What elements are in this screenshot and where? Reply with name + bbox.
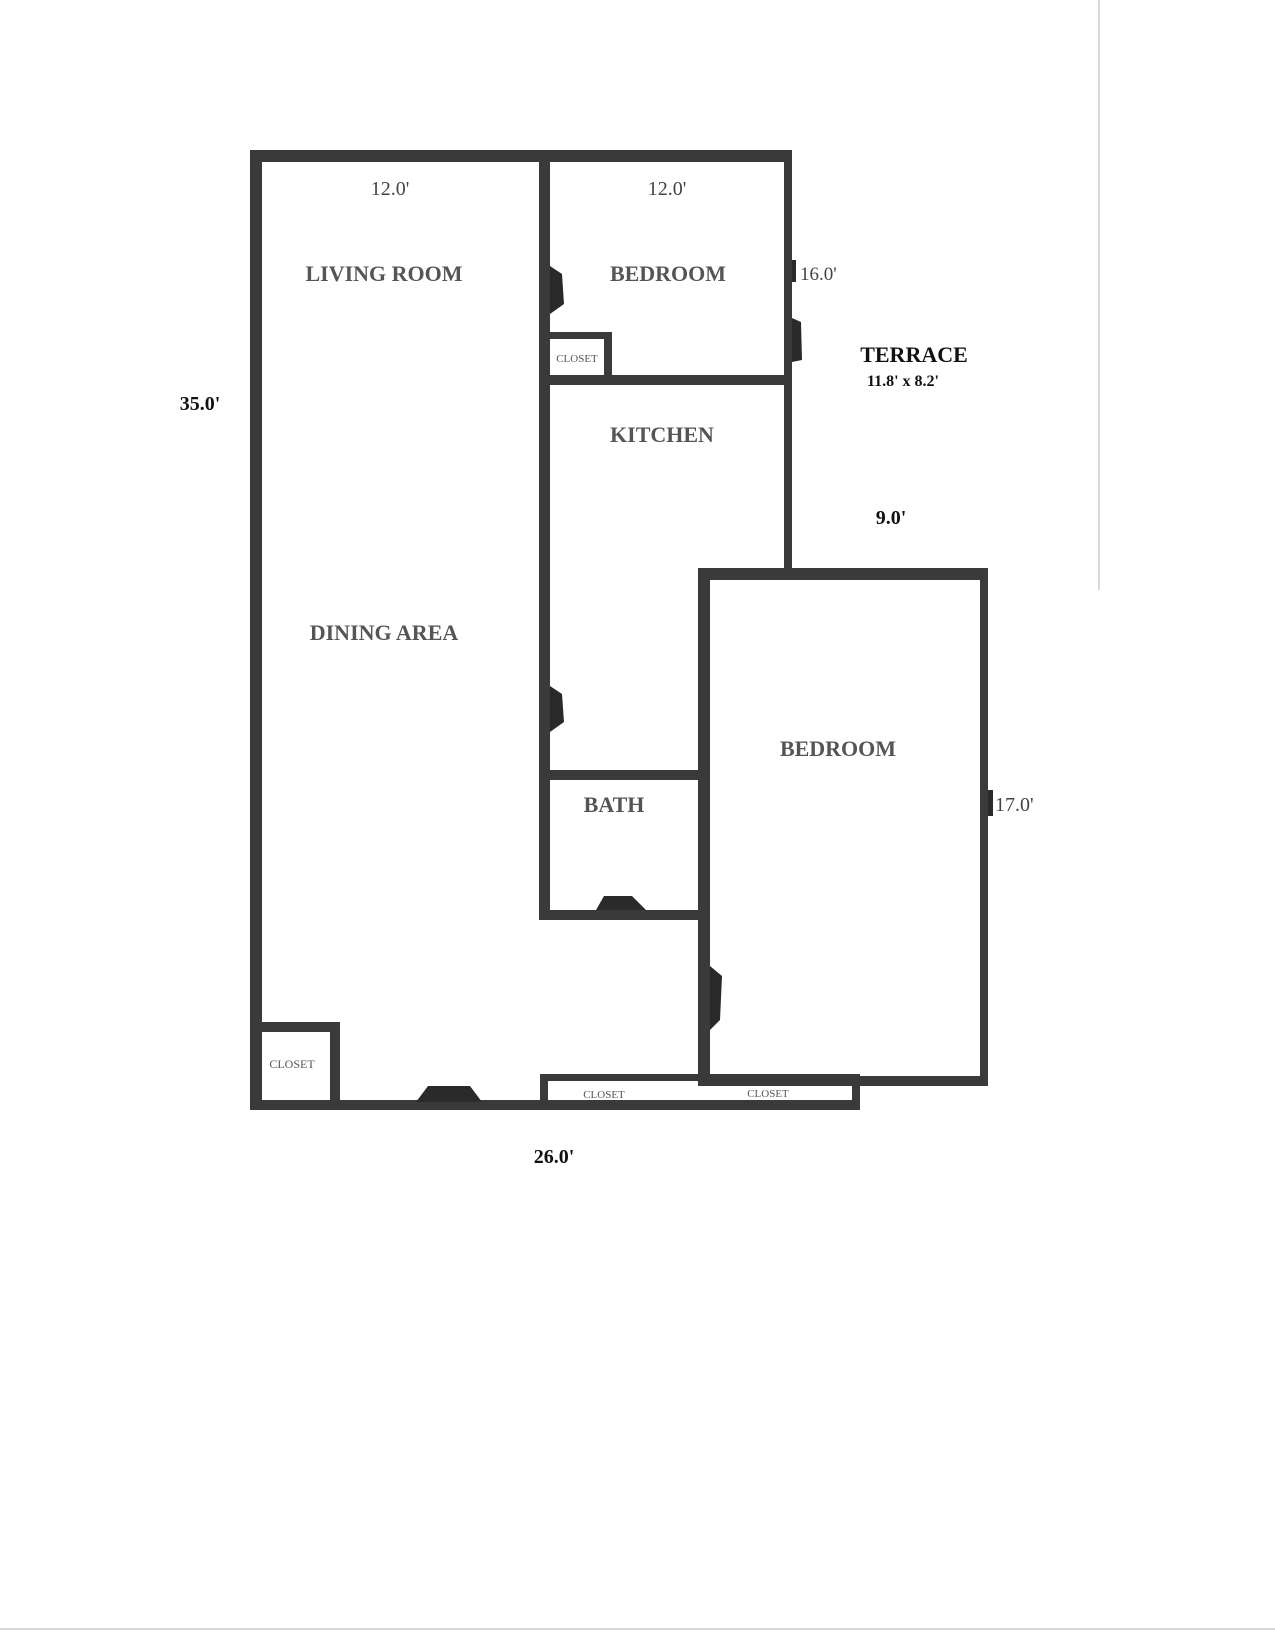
- door-bath: [596, 896, 646, 910]
- dim-bedroom1-width: 12.0': [648, 178, 687, 200]
- door-entry: [416, 1086, 482, 1102]
- marker-bedroom2-depth: [988, 790, 993, 816]
- marker-bedroom1-depth: [792, 260, 796, 282]
- closet-4-label: CLOSET: [747, 1088, 789, 1100]
- bedroom-1-label: BEDROOM: [610, 261, 726, 286]
- door-bedroom1: [550, 266, 564, 314]
- closet-3-label: CLOSET: [583, 1089, 625, 1101]
- wall-bedroom2-left: [698, 568, 710, 1086]
- bedroom-2-label: BEDROOM: [780, 736, 896, 761]
- door-bedroom2: [710, 966, 722, 1030]
- wall-closet-bl-top: [250, 1022, 340, 1032]
- door-terrace: [792, 318, 802, 362]
- wall-closet-top: [539, 332, 612, 339]
- kitchen-label: KITCHEN: [610, 422, 714, 447]
- wall-top: [250, 150, 792, 162]
- wall-left-outer: [250, 150, 262, 1110]
- bath-label: BATH: [584, 792, 645, 817]
- dim-living-room-width: 12.0': [371, 178, 410, 200]
- wall-bath-top: [539, 770, 709, 780]
- closet-1-label: CLOSET: [556, 353, 598, 365]
- walls: [250, 150, 988, 1110]
- terrace-label: TERRACE: [860, 342, 968, 367]
- wall-bath-bottom: [539, 910, 709, 920]
- scan-edge-right: [1098, 0, 1100, 590]
- wall-closet-bl-right: [330, 1022, 340, 1110]
- living-room-label: LIVING ROOM: [305, 261, 462, 286]
- wall-closets-bottom-top: [540, 1074, 860, 1081]
- dim-bedroom1-depth: 16.0': [800, 264, 837, 285]
- dim-overall-depth: 35.0': [180, 393, 221, 415]
- dim-terrace-depth: 9.0': [876, 507, 907, 529]
- terrace-size: 11.8' x 8.2': [867, 373, 939, 390]
- wall-closets-bottom-left: [540, 1074, 548, 1110]
- wall-partition-center: [539, 150, 550, 920]
- dim-overall-width: 26.0': [534, 1146, 575, 1168]
- closet-2-label: CLOSET: [269, 1057, 315, 1071]
- wall-bedroom-kitchen: [539, 375, 792, 385]
- dining-area-label: DINING AREA: [310, 620, 459, 645]
- dim-bedroom2-depth: 17.0': [995, 794, 1034, 816]
- wall-bedroom2-right: [980, 568, 988, 1086]
- wall-bedroom2-top: [698, 568, 988, 580]
- scan-edge-bottom: [0, 1628, 1275, 1630]
- doors: [416, 260, 993, 1102]
- wall-right-upper: [784, 150, 792, 572]
- wall-closets-bottom-right: [852, 1074, 860, 1110]
- door-kitchen: [550, 686, 564, 732]
- wall-closet-right: [604, 332, 612, 382]
- wall-bottom: [250, 1100, 860, 1110]
